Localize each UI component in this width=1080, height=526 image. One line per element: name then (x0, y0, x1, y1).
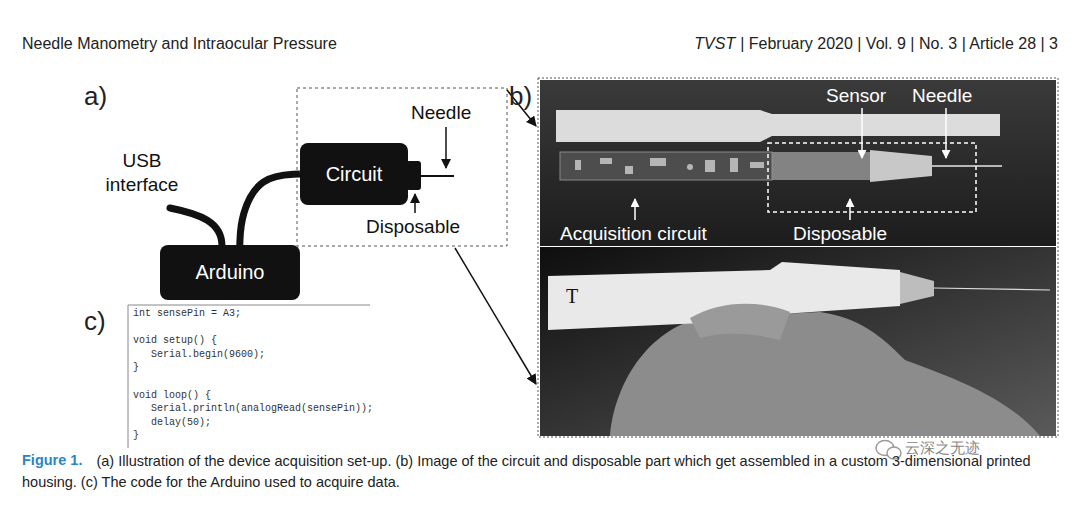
code-line: Serial.println(analogRead(sensePin)); (151, 403, 373, 416)
disposable-tab (406, 161, 421, 190)
panel-letter: b) (509, 80, 532, 113)
gloved-hand (610, 312, 1040, 436)
leader-arrow (861, 108, 863, 158)
board-components (575, 158, 764, 174)
code-line: void loop() { (133, 390, 211, 403)
arduino-box: Arduino (160, 245, 300, 300)
panel-letter: a) (84, 80, 107, 113)
figure-caption: (a) Illustration of the device acquisiti… (22, 451, 1062, 493)
photo-label: Disposable (793, 222, 887, 246)
code-line: } (133, 362, 139, 375)
housing-top (556, 110, 1000, 142)
needle-line (934, 288, 1050, 290)
issue-info: | February 2020 | Vol. 9 | No. 3 | Artic… (740, 34, 1058, 54)
panel-letter: c) (84, 305, 106, 338)
journal-name: TVST (694, 34, 735, 54)
photo-background (540, 247, 1056, 436)
disposable-frame (768, 143, 976, 212)
photo-background (540, 80, 1056, 246)
needle-hub (900, 272, 934, 304)
needle-line (421, 175, 454, 177)
circuit-box: Circuit (300, 143, 408, 205)
cable-connector (240, 174, 300, 245)
running-header: Needle Manometry and Intraocular Pressur… (22, 34, 337, 54)
figure-number: Figure 1. (22, 451, 82, 469)
circuit-board (560, 152, 772, 180)
code-line: void setup() { (133, 335, 217, 348)
group-frame (297, 88, 507, 246)
pointer-arrow (455, 248, 536, 384)
leader-arrow (945, 108, 947, 158)
code-line: delay(50); (151, 417, 211, 430)
pen-marking: T (566, 284, 578, 309)
part-label: Needle (411, 101, 471, 125)
leader-arrow (634, 199, 636, 220)
code-line: Serial.begin(9600); (151, 349, 265, 362)
part-label: Disposable (366, 215, 460, 239)
needle-line (932, 165, 1002, 167)
device-photo (540, 80, 1056, 436)
photo-label: Sensor (826, 84, 886, 108)
leader-arrow (849, 199, 851, 220)
node-label: Arduino (196, 261, 265, 284)
code-frame (128, 305, 129, 448)
usb-label: USB interface (99, 149, 185, 197)
glove-thumb (690, 304, 790, 340)
leader-arrow (414, 194, 416, 213)
photo-label: Needle (912, 84, 972, 108)
sensor-tube (772, 152, 870, 180)
photo-frame (538, 78, 1058, 437)
usb-cable (170, 208, 222, 246)
node-label: Circuit (326, 163, 383, 186)
needle-hub (870, 150, 932, 182)
code-frame (128, 305, 370, 306)
leader-arrow (445, 127, 447, 168)
code-line: } (133, 430, 139, 443)
photo-label: Acquisition circuit (560, 222, 707, 246)
code-line: int sensePin = A3; (133, 308, 241, 321)
